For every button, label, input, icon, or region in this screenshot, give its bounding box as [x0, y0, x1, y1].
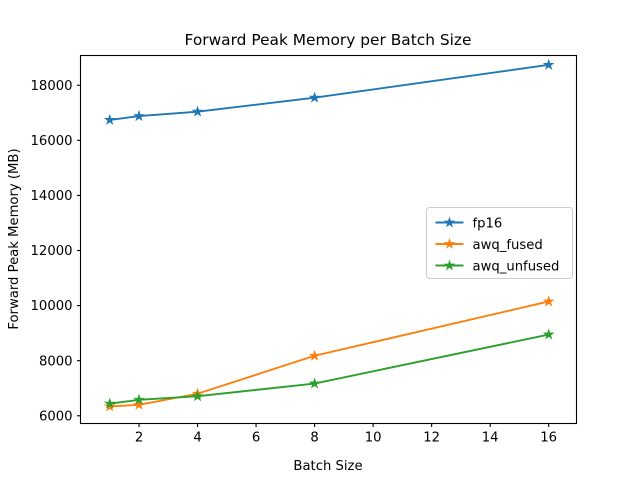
- data-point-marker: [308, 349, 321, 361]
- chart-legend[interactable]: fp16 awq_fused awq_unfused: [426, 207, 573, 279]
- x-tick-label: 12: [423, 431, 440, 446]
- y-tick-label: 14000: [31, 189, 73, 204]
- y-tick-label: 8000: [39, 354, 73, 369]
- plot-area-frame: [79, 54, 578, 425]
- legend-frame: [426, 207, 573, 279]
- x-tick-label: 2: [135, 431, 143, 446]
- data-point-marker: [542, 295, 555, 307]
- legend-label-awq_unfused[interactable]: awq_unfused: [473, 259, 560, 274]
- data-series-group: [103, 58, 555, 412]
- data-point-marker: [103, 113, 116, 125]
- x-tick-label: 10: [365, 431, 382, 446]
- data-point-marker: [191, 390, 204, 402]
- data-point-marker: [308, 91, 321, 103]
- x-tick-label: 4: [193, 431, 201, 446]
- y-axis-ticks: 6000 8000 10000 12000 14000 16000 18000: [31, 79, 81, 424]
- data-point-marker: [133, 398, 145, 410]
- data-point-marker: [542, 58, 555, 70]
- legend-label-awq_fused[interactable]: awq_fused: [473, 238, 543, 253]
- y-tick-label: 12000: [31, 244, 73, 259]
- y-tick-label: 16000: [31, 134, 73, 149]
- x-tick-label: 16: [540, 431, 557, 446]
- data-point-marker: [191, 105, 204, 117]
- data-point-marker: [308, 377, 321, 389]
- data-point-marker: [133, 393, 145, 405]
- data-point-marker: [133, 109, 145, 122]
- x-axis-ticks: 2 4 6 8 10 12 14 16: [135, 423, 557, 446]
- y-axis-title: Forward Peak Memory (MB): [7, 148, 22, 329]
- y-tick-label: 10000: [31, 299, 73, 314]
- series-awq_unfused: [103, 328, 555, 409]
- x-tick-label: 8: [310, 431, 318, 446]
- data-point-marker: [542, 328, 555, 340]
- x-tick-label: 14: [482, 431, 499, 446]
- x-axis-title: Batch Size: [293, 459, 362, 474]
- series-fp16: [103, 58, 555, 125]
- legend-marker-icon: [443, 216, 456, 228]
- data-point-marker: [103, 397, 116, 409]
- legend-marker-icon: [443, 238, 456, 249]
- legend-label-fp16[interactable]: fp16: [473, 216, 503, 231]
- y-tick-label: 18000: [31, 79, 73, 94]
- y-tick-label: 6000: [39, 409, 73, 424]
- chart-title: Forward Peak Memory per Batch Size: [185, 31, 472, 49]
- legend-marker-icon: [443, 259, 456, 271]
- x-tick-label: 6: [252, 431, 260, 446]
